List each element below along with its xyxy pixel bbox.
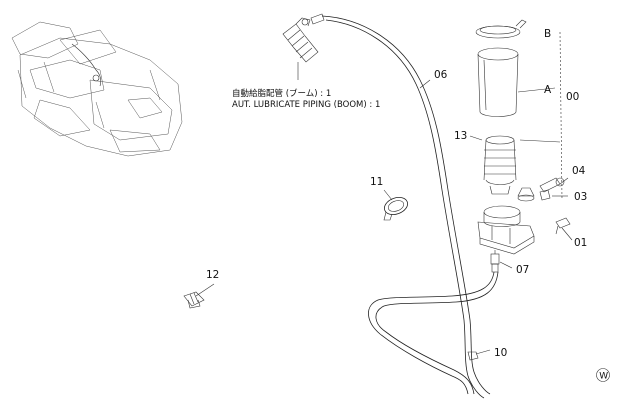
corner-mark-letter: W [599,372,608,382]
lubricate-pipe-10 [368,271,499,395]
fitting-07 [490,250,500,273]
washer-03 [539,189,551,201]
callout-b: B [544,28,551,40]
note-en: AUT. LUBRICATE PIPING (BOOM) : 1 [232,100,380,110]
callout-13: 13 [454,130,467,142]
lubricate-pipe-06 [321,15,491,399]
callout-a: A [544,84,552,96]
group-brackets [519,31,563,201]
note-jp: 自動給脂配管 (ブーム) : 1 [232,88,331,99]
callout-11: 11 [370,176,383,188]
cartridge-cap-b [475,19,527,39]
callout-12: 12 [206,269,219,281]
screw-04 [539,177,565,193]
cartridge-tube-a [477,47,519,117]
callout-03: 03 [574,191,587,203]
bolt-01 [555,217,571,235]
leader-lines [195,79,573,355]
callout-10: 10 [494,347,507,359]
callout-07: 07 [516,264,529,276]
cap-nut [517,187,535,202]
callout-00: 00 [566,91,579,103]
bracket-base [477,205,535,255]
callout-06: 06 [434,69,448,81]
callout-04: 04 [572,165,586,177]
corner-mark: W [596,368,610,382]
fitting-12 [183,291,205,309]
bellows-13 [483,135,517,195]
boom-fitting [282,13,325,80]
clamp-11 [383,197,409,221]
callout-01: 01 [574,237,587,249]
machine-overview-sketch [11,21,183,157]
